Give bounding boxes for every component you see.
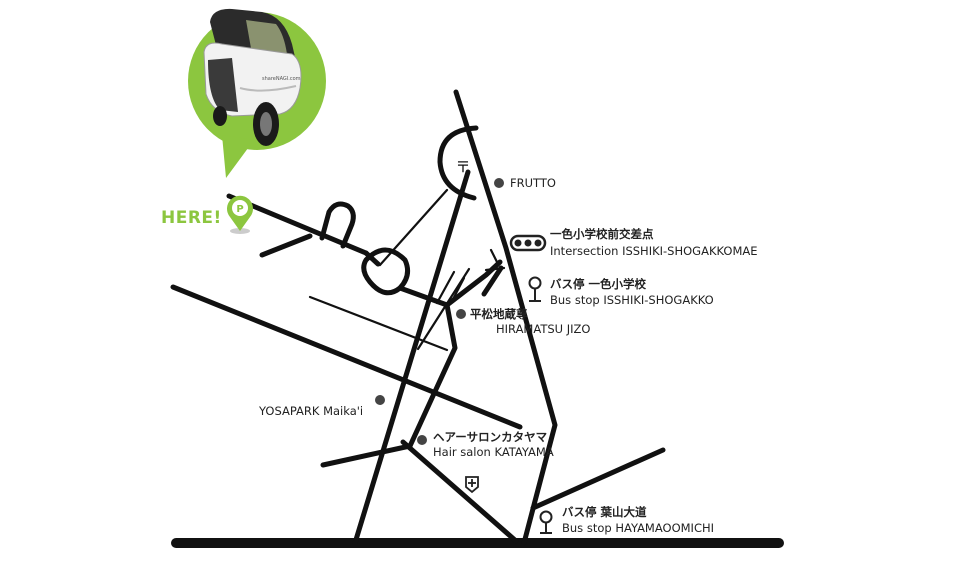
post-office-icon: 〒 (455, 158, 470, 176)
bus-stop-hayama-icon (539, 510, 553, 534)
bus-stop-isshiki-label-en: Bus stop ISSHIKI-SHOGAKKO (550, 293, 714, 307)
bus-stop-isshiki-label-ja: バス停 一色小学校 (550, 277, 647, 291)
vehicle-bubble: shareNAGI.com (188, 8, 326, 178)
hair-salon-label-ja: ヘアーサロンカタヤマ (433, 430, 548, 444)
hospital-icon (465, 476, 479, 494)
parking-symbol: P (236, 204, 243, 215)
hiramatsu-label-ja: 平松地蔵尊 (470, 307, 528, 321)
bus-stop-hayama-label-ja: バス停 葉山大道 (562, 505, 647, 519)
vehicle-brand-text: shareNAGI.com (262, 76, 301, 82)
hair-salon-dot-icon (417, 435, 427, 445)
electric-vehicle-photo: shareNAGI.com (203, 8, 302, 146)
frutto-dot-icon (494, 178, 504, 188)
hiramatsu-dot-icon (456, 309, 466, 319)
parking-pin-icon: P (227, 195, 254, 234)
hiramatsu-label-en: HIRAMATSU JIZO (496, 322, 591, 336)
hair-salon-label-en: Hair salon KATAYAMA (433, 445, 554, 459)
intersection-label-en: Intersection ISSHIKI-SHOGAKKOMAE (550, 244, 758, 258)
here-label: HERE! (161, 208, 222, 228)
yosapark-label: YOSAPARK Maika'i (259, 404, 364, 418)
bus-stop-hayama-label-en: Bus stop HAYAMAOOMICHI (562, 521, 715, 535)
bus-stop-isshiki-icon (528, 276, 542, 302)
major-roads (170, 89, 784, 548)
yosapark-dot-icon (375, 395, 385, 405)
intersection-label-ja: 一色小学校前交差点 (550, 227, 654, 241)
frutto-label: FRUTTO (510, 176, 556, 190)
traffic-light-icon (509, 234, 547, 252)
